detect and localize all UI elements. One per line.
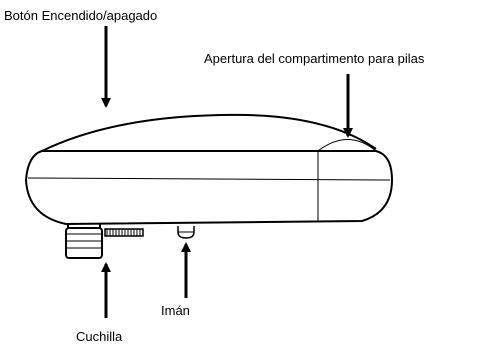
serrated-strip [104,228,144,237]
power-button-label: Botón Encendido/apagado [4,8,158,23]
serrated-teeth [106,229,141,236]
blade-label: Cuchilla [76,329,123,344]
device-top-dome [41,113,377,152]
blade-mount [67,224,101,228]
device-seam [27,177,391,181]
battery-compartment-curve [317,139,377,152]
blade-housing [65,227,103,259]
device-body [24,150,394,226]
battery-opening-label: Apertura del compartimento para pilas [204,51,425,66]
magnet-label: Imán [161,303,190,318]
